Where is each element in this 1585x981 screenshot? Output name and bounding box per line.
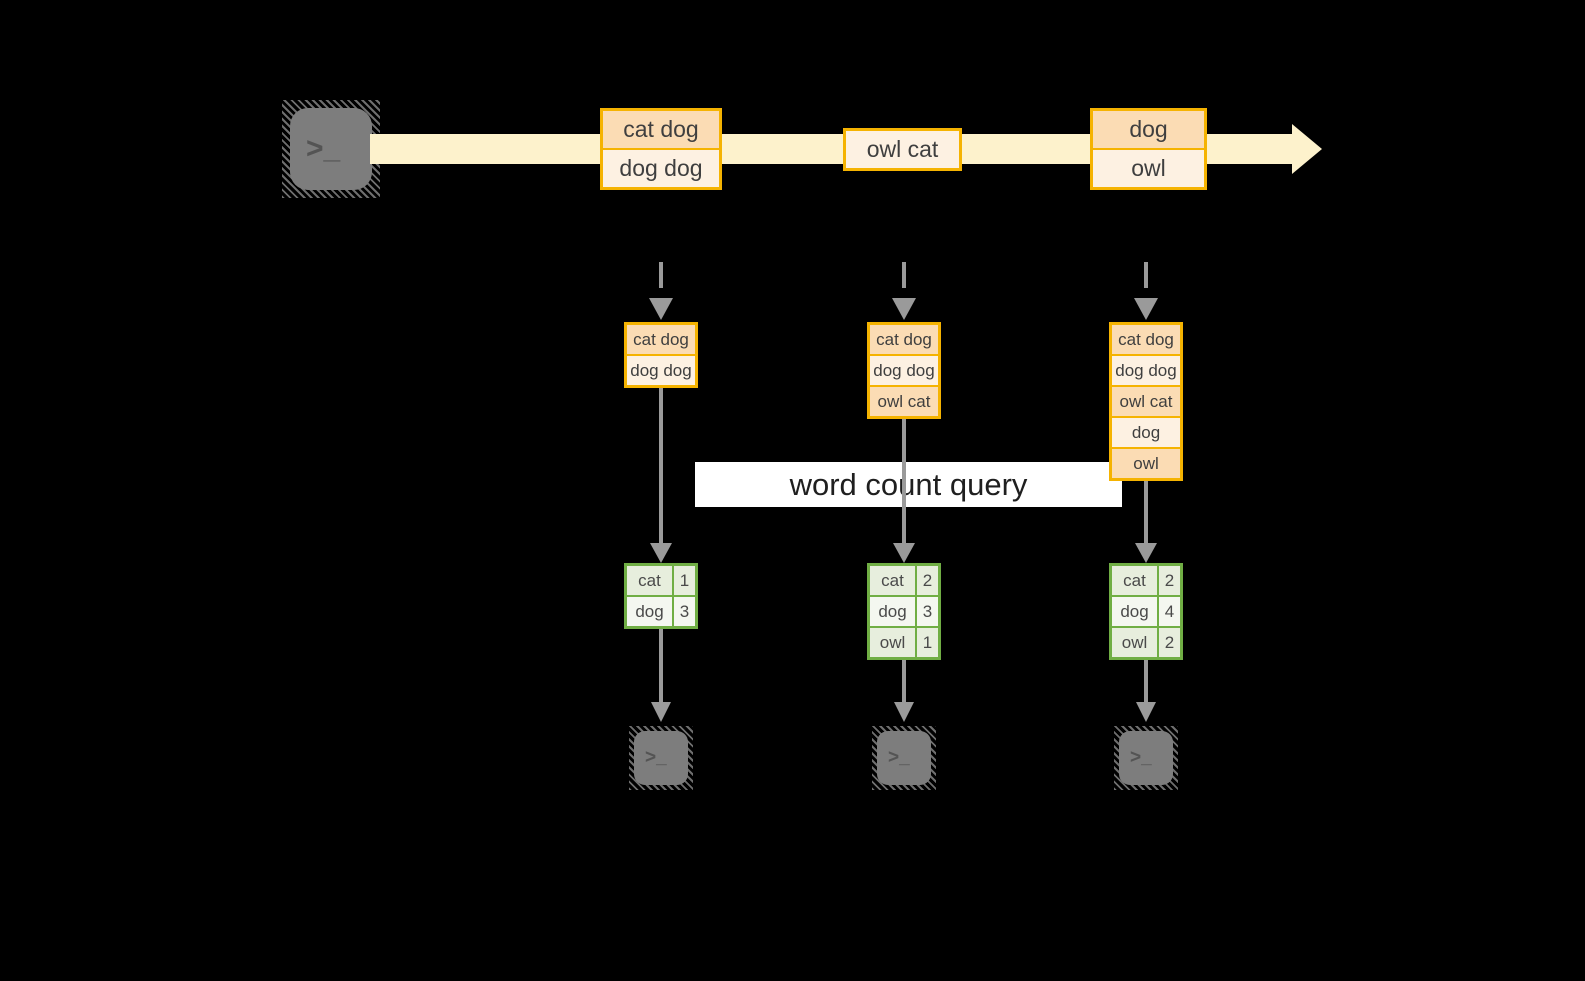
arrowhead-icon: [894, 702, 914, 722]
count-value: 1: [672, 566, 695, 595]
prompt-glyph: >_: [888, 747, 910, 768]
arrowhead-icon: [892, 298, 916, 320]
count-value: 2: [915, 566, 938, 595]
connector-line: [902, 419, 906, 543]
terminal-screen: >_: [1119, 731, 1173, 785]
arrowhead-icon: [893, 543, 915, 563]
batch-row: dog: [1093, 111, 1204, 148]
count-word: cat: [1112, 566, 1157, 595]
connector-line: [902, 660, 906, 702]
prompt-glyph: >_: [306, 132, 341, 165]
count-value: 1: [915, 628, 938, 657]
terminal-source-icon: >_: [282, 100, 380, 198]
terminal-screen: >_: [290, 108, 372, 190]
batch-row: dog dog: [603, 148, 719, 187]
terminal-screen: >_: [877, 731, 931, 785]
count-row: dog 3: [627, 595, 695, 626]
dashed-arrow-line: [1144, 262, 1148, 296]
state-row: cat dog: [870, 325, 938, 354]
batch-row: owl: [1093, 148, 1204, 187]
state-row: owl cat: [1112, 385, 1180, 416]
connector-line: [1144, 481, 1148, 543]
count-row: dog 4: [1112, 595, 1180, 626]
terminal-sink-icon: >_: [1114, 726, 1178, 790]
arrowhead-icon: [1135, 543, 1157, 563]
state-row: dog dog: [627, 354, 695, 385]
connector-line: [659, 388, 663, 543]
state-row: dog dog: [1112, 354, 1180, 385]
count-value: 3: [915, 597, 938, 626]
connector-line: [1144, 660, 1148, 702]
arrowhead-icon: [1134, 298, 1158, 320]
count-table-2: cat 2 dog 3 owl 1: [867, 563, 941, 660]
state-row: cat dog: [627, 325, 695, 354]
count-value: 2: [1157, 628, 1180, 657]
count-row: dog 3: [870, 595, 938, 626]
state-row: cat dog: [1112, 325, 1180, 354]
query-banner: word count query: [695, 462, 1122, 507]
count-table-3: cat 2 dog 4 owl 2: [1109, 563, 1183, 660]
batch-row: cat dog: [603, 111, 719, 148]
count-word: dog: [1112, 597, 1157, 626]
state-row: owl cat: [870, 385, 938, 416]
dashed-arrow-line: [659, 262, 663, 296]
state-row: dog: [1112, 416, 1180, 447]
stream-batch-2: owl cat: [843, 128, 962, 171]
count-word: owl: [1112, 628, 1157, 657]
state-row: dog dog: [870, 354, 938, 385]
batch-row: owl cat: [846, 131, 959, 168]
count-row: cat 1: [627, 566, 695, 595]
terminal-screen: >_: [634, 731, 688, 785]
terminal-sink-icon: >_: [872, 726, 936, 790]
count-table-1: cat 1 dog 3: [624, 563, 698, 629]
count-word: dog: [627, 597, 672, 626]
count-value: 3: [672, 597, 695, 626]
state-row: owl: [1112, 447, 1180, 478]
count-value: 2: [1157, 566, 1180, 595]
count-row: owl 1: [870, 626, 938, 657]
count-word: dog: [870, 597, 915, 626]
prompt-glyph: >_: [645, 747, 667, 768]
count-word: cat: [627, 566, 672, 595]
dashed-arrow-line: [902, 262, 906, 296]
count-row: cat 2: [870, 566, 938, 595]
count-value: 4: [1157, 597, 1180, 626]
count-row: owl 2: [1112, 626, 1180, 657]
arrowhead-icon: [651, 702, 671, 722]
stream-arrowhead-icon: [1292, 124, 1322, 174]
count-word: cat: [870, 566, 915, 595]
count-word: owl: [870, 628, 915, 657]
arrowhead-icon: [650, 543, 672, 563]
connector-line: [659, 629, 663, 702]
arrowhead-icon: [1136, 702, 1156, 722]
terminal-sink-icon: >_: [629, 726, 693, 790]
prompt-glyph: >_: [1130, 747, 1152, 768]
count-row: cat 2: [1112, 566, 1180, 595]
arrowhead-icon: [649, 298, 673, 320]
